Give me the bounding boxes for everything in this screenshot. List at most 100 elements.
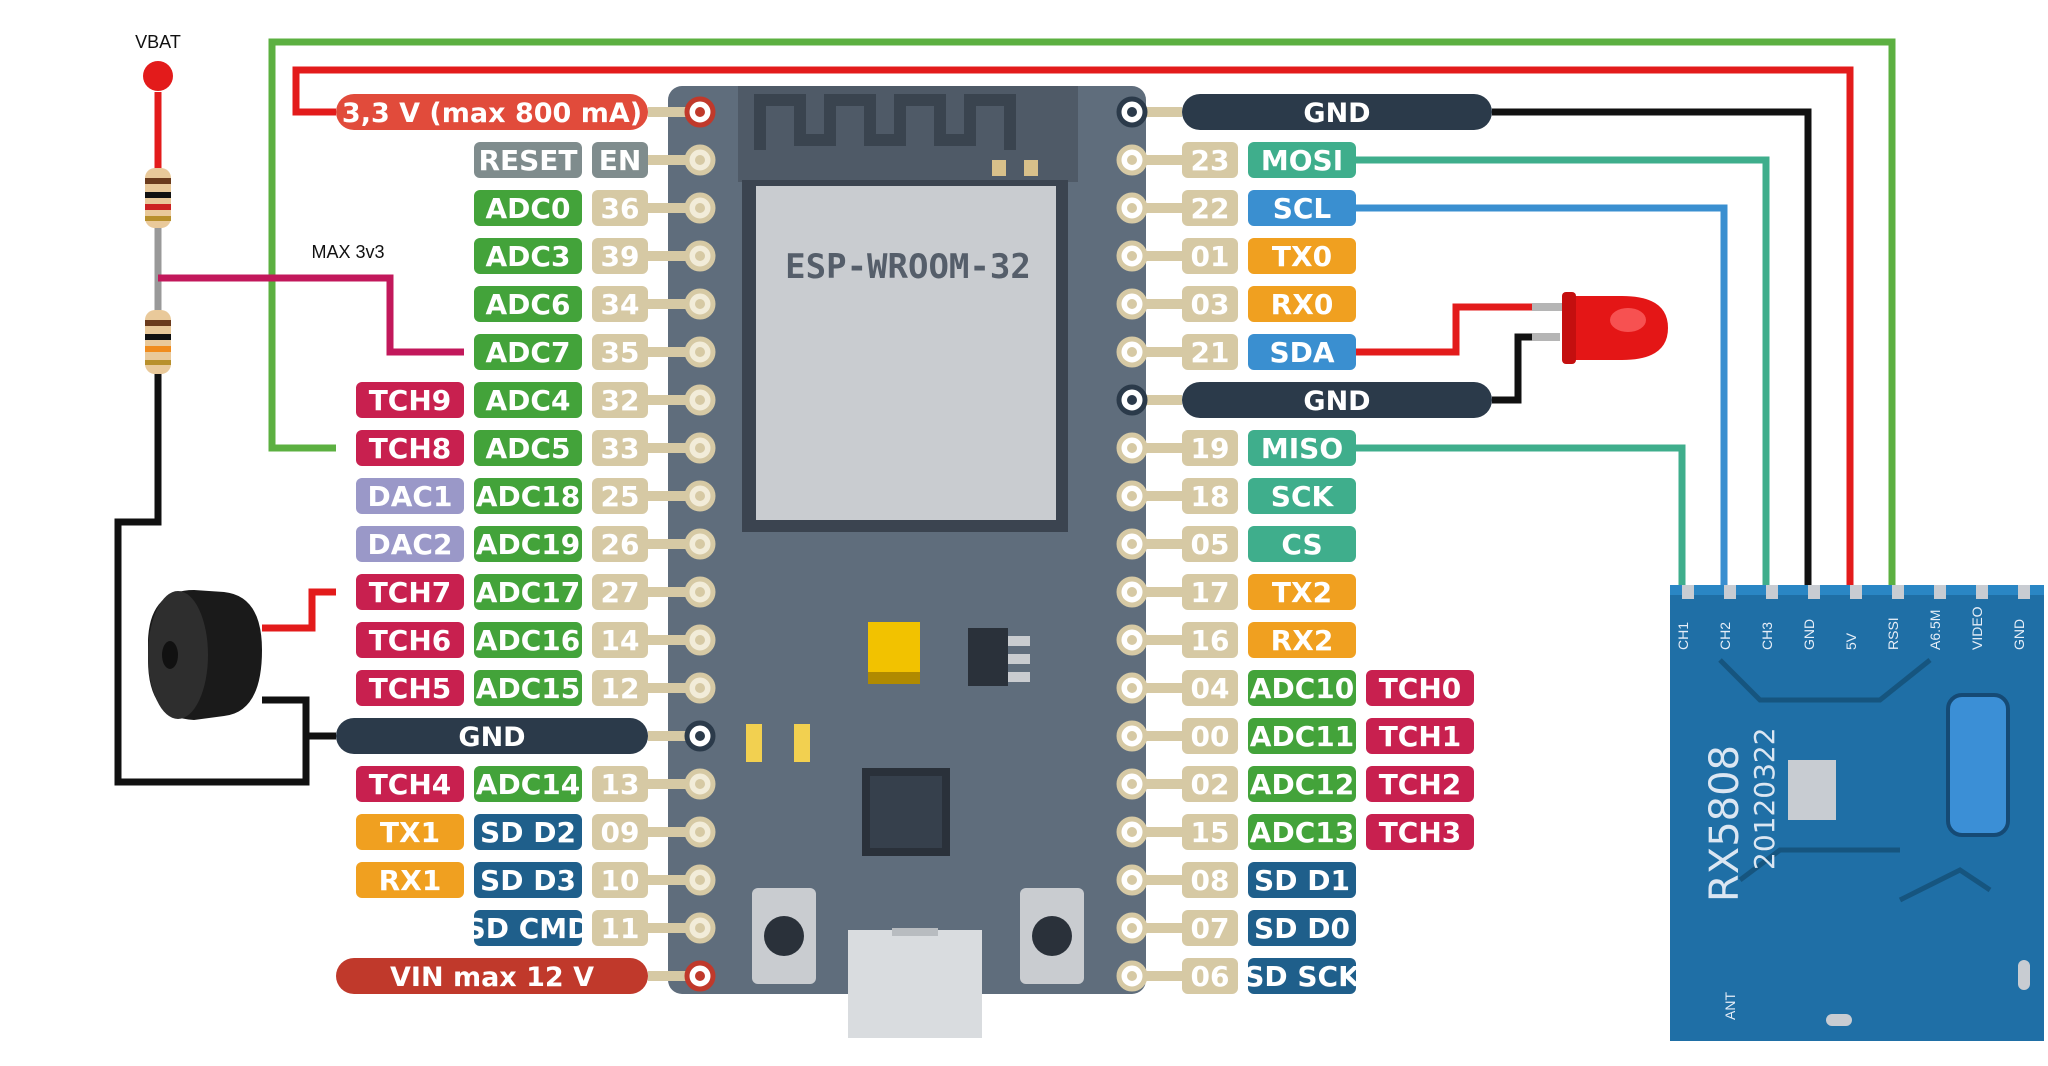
pin-tag-bg (1182, 766, 1238, 802)
pin-hole-center (1127, 251, 1137, 261)
pin-tag-bg (592, 238, 648, 274)
pin-tag-dac2: DAC2 (356, 526, 464, 562)
pin-tag-03: 03 (1182, 286, 1238, 322)
pin-hole-center (695, 539, 705, 549)
pin-tag-bg (1248, 910, 1356, 946)
pin-tag-bg (474, 766, 582, 802)
usb-connector-slot (892, 928, 938, 936)
pin-tag-39: 39 (592, 238, 648, 274)
pin-tag-text: TCH1 (1379, 720, 1462, 753)
rx-model-label: RX5808 (1702, 745, 1748, 902)
pin-tag-bg (592, 382, 648, 418)
pin-tag-rx1: RX1 (356, 862, 464, 898)
pin-tag-adc7: ADC7 (474, 334, 582, 370)
pin-hole-center (695, 155, 705, 165)
pin-tag-adc14: ADC14 (474, 766, 582, 802)
rx-pin-label-ch2: CH2 (1717, 622, 1733, 650)
pin-hole-center (1127, 299, 1137, 309)
pin-tag-18: 18 (1182, 478, 1238, 514)
pin-tag-text: 14 (601, 624, 640, 657)
pin-tag-text: 04 (1191, 672, 1230, 705)
pin-tag-04: 04 (1182, 670, 1238, 706)
rx-pad (1826, 1014, 1852, 1026)
pin-tag-bg (356, 382, 464, 418)
pin-tag-text: SCK (1271, 480, 1335, 513)
pin-tag-bg (1248, 574, 1356, 610)
pin-tag-bg (1248, 814, 1356, 850)
max3v3-label: MAX 3v3 (311, 242, 384, 262)
pin-hole-center (1127, 107, 1137, 117)
red-led (1532, 292, 1668, 364)
pin-tag-en: EN (592, 142, 648, 178)
pin-tag-09: 09 (592, 814, 648, 850)
rx-pin-label-gnd: GND (2011, 619, 2027, 650)
pin-tag-text: SD D3 (480, 864, 576, 897)
rx-pin-label-5v: 5V (1843, 632, 1859, 650)
wire-rssi (268, 38, 1896, 585)
buzzer (148, 590, 262, 720)
reset-button[interactable] (1032, 916, 1072, 956)
rx-pin-label-gnd: GND (1801, 619, 1817, 650)
pin-tag-text: ADC4 (486, 384, 571, 417)
rx-pin-label-video: VIDEO (1969, 606, 1985, 650)
boot-button[interactable] (764, 916, 804, 956)
pin-tag-text: ADC14 (476, 768, 580, 801)
pin-tag-text: 33 (601, 432, 640, 465)
pin-tag-bg (1248, 670, 1356, 706)
pin-hole-center (1127, 491, 1137, 501)
pin-tag-bg (474, 286, 582, 322)
pin-tag-bg (1182, 190, 1238, 226)
pin-tag-15: 15 (1182, 814, 1238, 850)
pin-tag-10: 10 (592, 862, 648, 898)
wires (114, 38, 1896, 786)
pin-hole-center (695, 827, 705, 837)
pin-tag-tch3: TCH3 (1366, 814, 1474, 850)
pin-tag-text: SD SCK (1244, 960, 1361, 993)
pin-tag-text: RX1 (379, 864, 442, 897)
pin-tag-tch2: TCH2 (1366, 766, 1474, 802)
pin-tag-text: 39 (601, 240, 640, 273)
pin-tag-text: 35 (601, 336, 640, 369)
pin-tag-adc15: ADC15 (474, 670, 582, 706)
pin-tag-tch4: TCH4 (356, 766, 464, 802)
pin-tag-text: ADC3 (486, 240, 571, 273)
pin-tag-bg (474, 814, 582, 850)
pin-tag-bg (474, 430, 582, 466)
regulator (968, 628, 1008, 686)
pin-hole-center (1127, 587, 1137, 597)
pin-tag-tch8: TCH8 (356, 430, 464, 466)
rx-pin-pad (1682, 585, 1694, 599)
pin-tag-gnd: GND (1182, 94, 1492, 130)
pin-tag-gnd: GND (336, 718, 648, 754)
pin-tag-text: 13 (601, 768, 640, 801)
pin-hole-center (695, 635, 705, 645)
pin-tag-bg (1182, 430, 1238, 466)
wire-gnd-led (1492, 333, 1534, 404)
module-label: ESP-WROOM-32 (785, 247, 1031, 287)
wire-buzzer-gnd (262, 696, 310, 736)
pin-hole-center (1127, 395, 1137, 405)
pin-tag-tch0: TCH0 (1366, 670, 1474, 706)
pin-tag-25: 25 (592, 478, 648, 514)
pin-tag-bg (1248, 190, 1356, 226)
pin-tag-bg (1248, 862, 1356, 898)
pin-tag-text: TCH3 (1379, 816, 1462, 849)
pin-tag-05: 05 (1182, 526, 1238, 562)
pin-tag-11: 11 (592, 910, 648, 946)
pin-tag-bg (474, 238, 582, 274)
pin-tag-text: MISO (1261, 432, 1343, 465)
pin-tag-bg (1182, 958, 1238, 994)
pin-tag-bg (356, 430, 464, 466)
pin-tag-tch6: TCH6 (356, 622, 464, 658)
pin-tag-adc11: ADC11 (1248, 718, 1356, 754)
pin-tag-text: SD CMD (466, 912, 591, 945)
pin-tag-text: 05 (1191, 528, 1230, 561)
pin-tag-rx0: RX0 (1248, 286, 1356, 322)
pin-tag-text: 23 (1191, 144, 1230, 177)
pin-tag-text: 18 (1191, 480, 1230, 513)
pin-tag-tx1: TX1 (356, 814, 464, 850)
pin-tag-bg (356, 622, 464, 658)
